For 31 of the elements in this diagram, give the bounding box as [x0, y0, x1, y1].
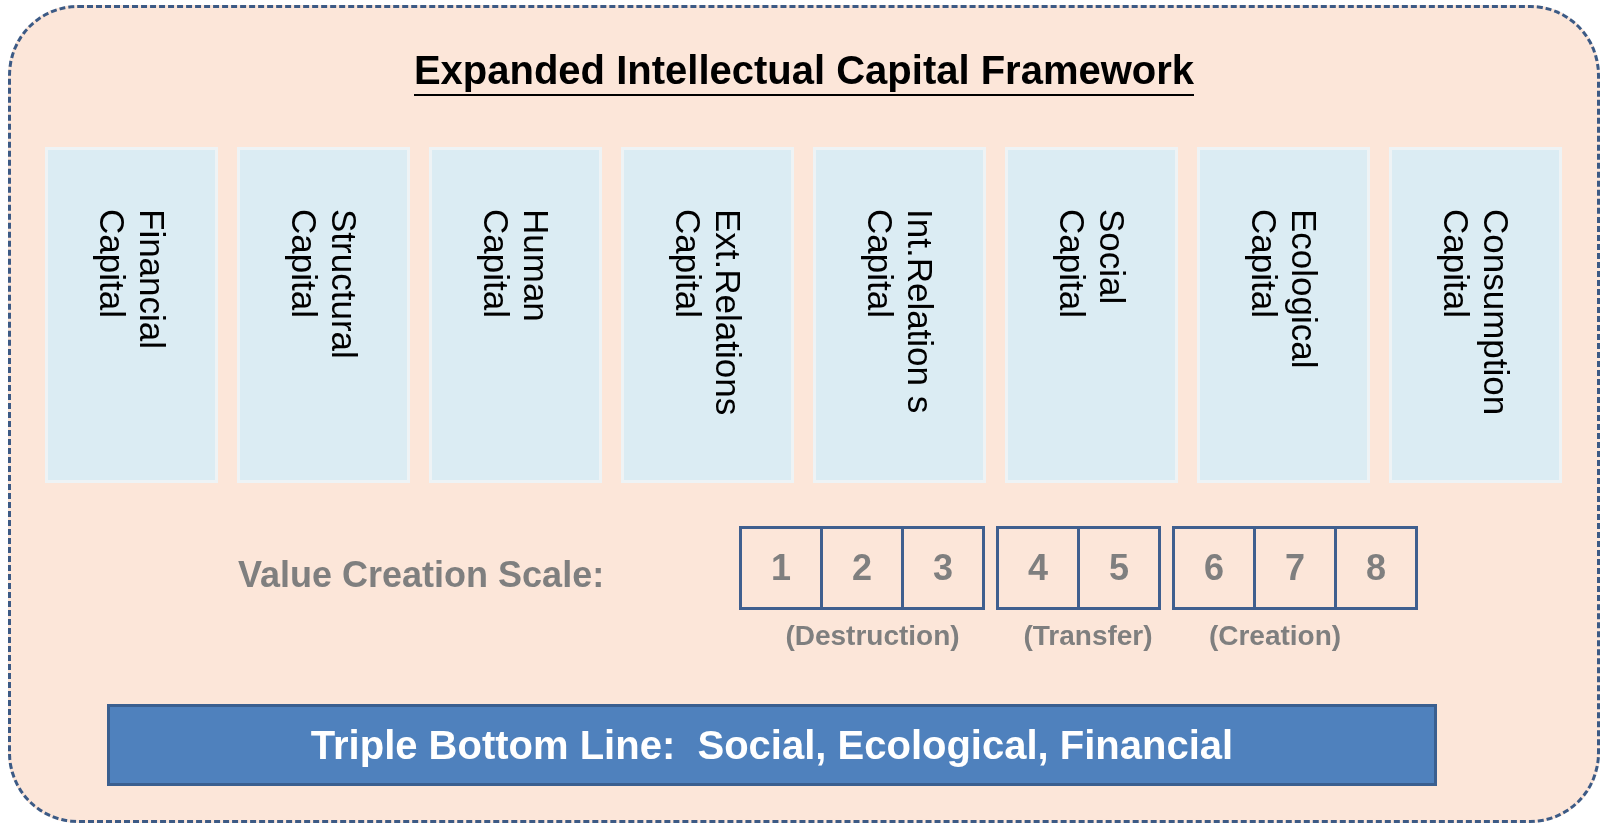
capital-label: Social Capital [1051, 209, 1132, 320]
framework-panel [8, 5, 1600, 823]
scale-box: 1 [739, 526, 823, 610]
capital-label: Ext.Relations Capital [667, 209, 748, 418]
scale-label: Value Creation Scale: [238, 554, 605, 596]
scale-group-label: (Creation) [1207, 620, 1343, 652]
scale-group-label: (Transfer) [1022, 620, 1154, 652]
capital-box [621, 147, 794, 483]
scale-group-label: (Destruction) [784, 620, 961, 652]
capital-box [237, 147, 410, 483]
capital-box [813, 147, 986, 483]
capital-box [1197, 147, 1370, 483]
capital-label: Int.Relation s Capital [859, 209, 940, 416]
capital-box [45, 147, 218, 483]
scale-box: 3 [901, 526, 985, 610]
scale-box: 8 [1334, 526, 1418, 610]
scale-box: 5 [1077, 526, 1161, 610]
scale-box: 2 [820, 526, 904, 610]
capital-label: Human Capital [475, 209, 556, 324]
capital-box [429, 147, 602, 483]
summary-bar: Triple Bottom Line: Social, Ecological, Financial [107, 704, 1437, 786]
capital-label: Ecological Capital [1243, 209, 1324, 371]
scale-box: 4 [996, 526, 1080, 610]
capital-label: Structural Capital [283, 209, 364, 361]
capital-label: Consumption Capital [1435, 209, 1516, 418]
scale-box: 6 [1172, 526, 1256, 610]
panel-heading: Expanded Intellectual Capital Framework [413, 48, 1195, 96]
scale-box: 7 [1253, 526, 1337, 610]
capital-box [1005, 147, 1178, 483]
capital-label: Financial Capital [91, 209, 172, 352]
capital-box [1389, 147, 1562, 483]
